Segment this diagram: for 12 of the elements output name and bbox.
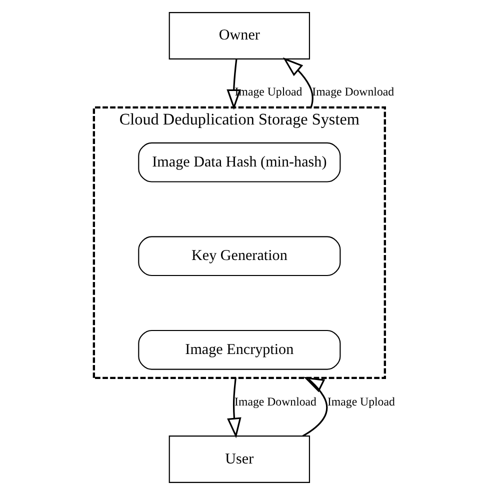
arrow xyxy=(227,378,242,438)
arrow xyxy=(226,59,242,110)
arrow xyxy=(302,376,328,437)
node-box: Owner xyxy=(168,12,310,60)
node-box: Image Encryption xyxy=(138,330,341,370)
edge-label: Image Download xyxy=(312,84,394,98)
edge-label: Image Download xyxy=(234,394,316,409)
arrow xyxy=(282,57,314,108)
node-box: Key Generation xyxy=(138,236,341,276)
node-box: User xyxy=(168,436,310,483)
node-box: Image Data Hash (min-hash) xyxy=(138,142,341,182)
edge-label: Image Upload xyxy=(327,394,395,409)
